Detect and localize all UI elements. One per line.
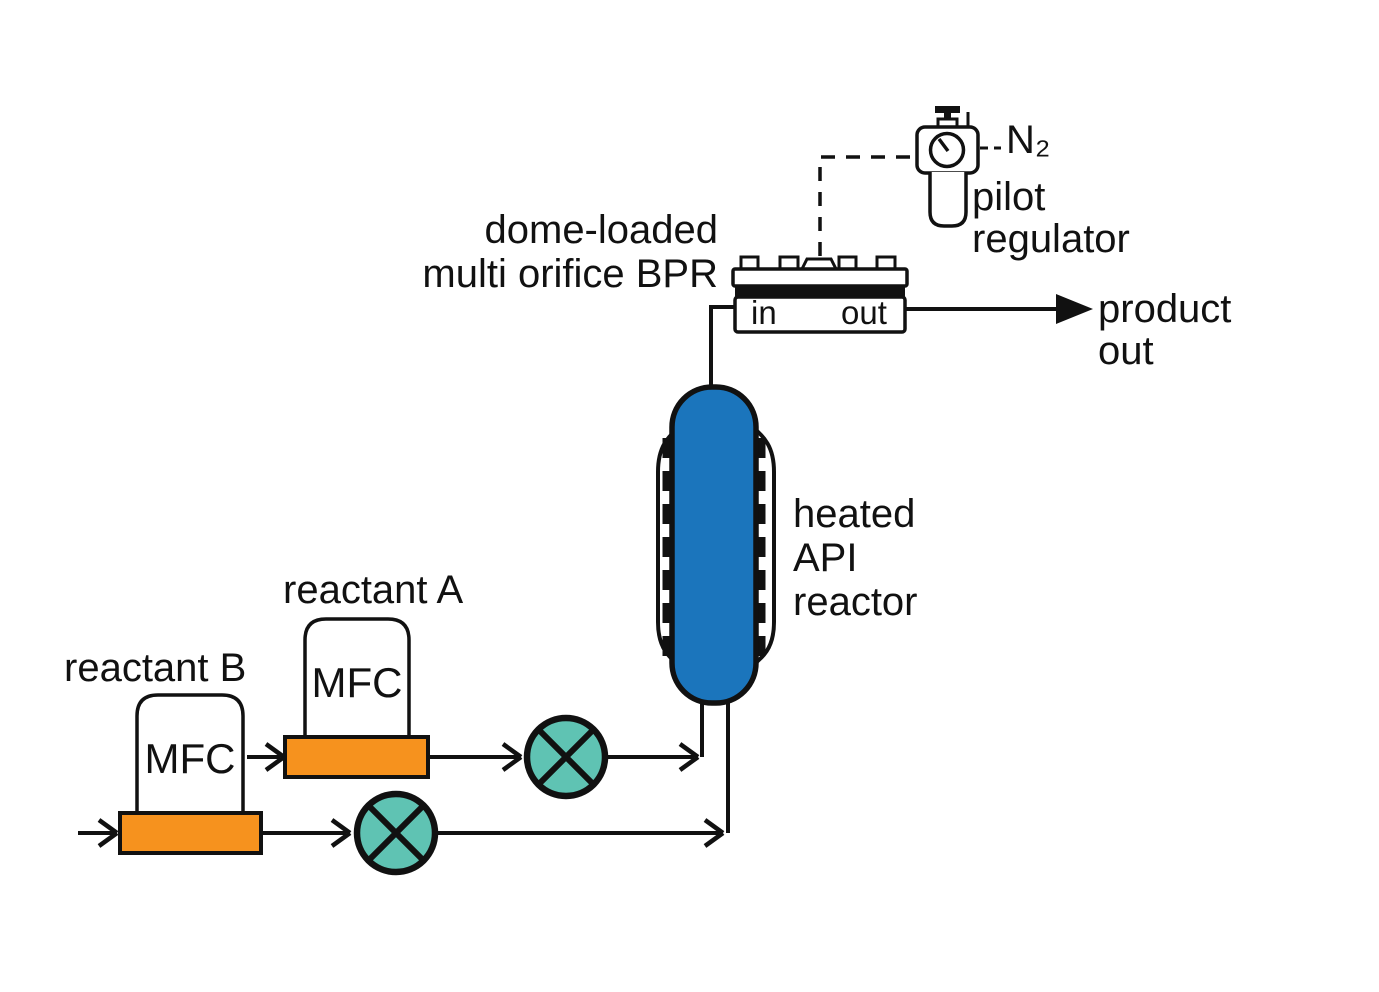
bpr-bolt-icon bbox=[875, 255, 897, 271]
mfc-b-flow-block bbox=[118, 811, 263, 855]
n2-label: N₂ bbox=[1006, 118, 1051, 162]
bpr-unit bbox=[731, 255, 909, 334]
reactor-jacket-right bbox=[738, 416, 776, 676]
pilot-regulator-label-line2: regulator bbox=[972, 217, 1130, 261]
arrow-icon bbox=[330, 818, 352, 848]
pilot-regulator-label-line1: pilot bbox=[972, 175, 1046, 219]
product-out-label: product out bbox=[1098, 288, 1231, 372]
pilot-regulator-bowl bbox=[928, 172, 968, 228]
mixer-b-cross-icon bbox=[366, 803, 426, 863]
bpr-bolt-icon bbox=[739, 255, 760, 271]
mfc-a-text: MFC bbox=[311, 659, 403, 706]
pilot-regulator-handle-stem bbox=[944, 113, 951, 120]
bpr-label-line1: dome-loaded bbox=[484, 208, 719, 252]
mfc-a-unit bbox=[283, 617, 430, 779]
arrow-icon bbox=[703, 818, 725, 848]
pilot-signal-dashed-line bbox=[818, 155, 916, 256]
mixer-b bbox=[353, 790, 439, 876]
arrow-icon bbox=[501, 742, 523, 772]
mixer-a bbox=[523, 714, 609, 800]
bpr-diaphragm-band bbox=[735, 286, 905, 297]
reactor-label-line2: API bbox=[793, 536, 858, 580]
pressure-gauge-needle bbox=[937, 137, 950, 153]
bpr-in-port-label: in bbox=[751, 294, 777, 331]
mfc-a-flow-block bbox=[283, 735, 430, 779]
bpr-label-line2: multi orifice BPR bbox=[422, 252, 718, 296]
reactant-b-label: reactant B bbox=[64, 646, 247, 690]
product-out-arrow-icon bbox=[1056, 294, 1093, 324]
arrow-icon bbox=[264, 742, 286, 772]
product-out-label-line2: out bbox=[1098, 329, 1154, 373]
bpr-body bbox=[733, 295, 907, 334]
reactor-label-line1: heated bbox=[793, 492, 916, 536]
reactor-label-line3: reactor bbox=[793, 580, 918, 624]
mfc-b-text: MFC bbox=[144, 735, 236, 782]
mfc-b-controller-body bbox=[135, 693, 245, 813]
bpr-out-port-label: out bbox=[841, 294, 887, 331]
bpr-bolt-icon bbox=[837, 255, 858, 271]
mfc-a-controller-body bbox=[303, 617, 411, 737]
bpr-bolt-icon bbox=[778, 255, 800, 271]
reactant-a-label: reactant A bbox=[283, 568, 464, 612]
arrowheads bbox=[97, 742, 725, 848]
bpr-cap-plate bbox=[731, 267, 909, 288]
reactor-label: heated API reactor bbox=[793, 492, 918, 624]
product-out-label-line1: product bbox=[1098, 287, 1232, 331]
pilot-regulator-label: pilot regulator bbox=[972, 176, 1130, 260]
arrow-icon bbox=[97, 818, 119, 848]
mfc-b-unit bbox=[118, 693, 263, 855]
reactor-unit bbox=[656, 384, 776, 706]
pilot-regulator-handle-bar bbox=[935, 106, 960, 113]
reactor-vessel bbox=[669, 384, 759, 706]
pilot-regulator-unit bbox=[915, 106, 1001, 228]
arrow-icon bbox=[678, 742, 700, 772]
mixer-a-cross-icon bbox=[536, 727, 596, 787]
bpr-label: dome-loaded multi orifice BPR bbox=[360, 208, 718, 296]
